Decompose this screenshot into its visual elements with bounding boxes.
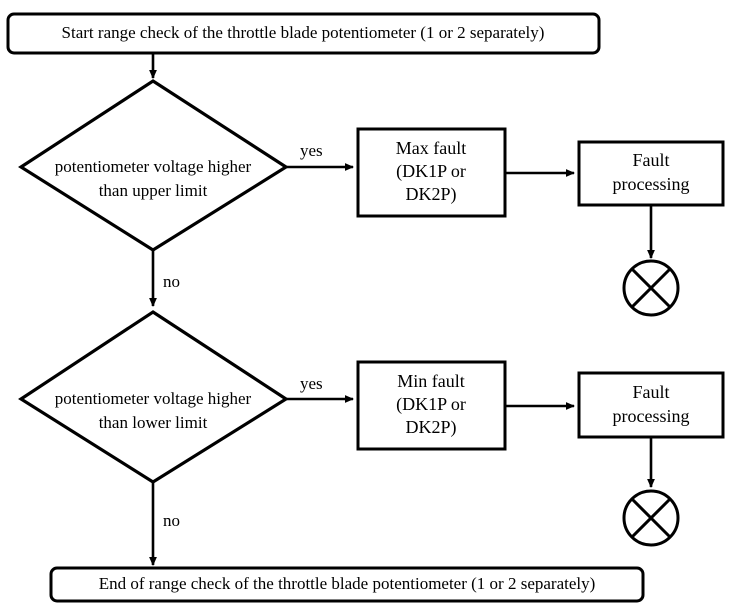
max-fault-line1: Max fault bbox=[396, 138, 466, 158]
node-decision-lower: potentiometer voltage higher than lower … bbox=[18, 310, 289, 484]
node-terminator-2 bbox=[622, 489, 680, 547]
min-fault-box bbox=[356, 360, 507, 451]
edge-label-yes-upper: yes bbox=[300, 141, 323, 160]
start-label: Start range check of the throttle blade … bbox=[62, 23, 545, 42]
fault-processing-1-line1: Fault bbox=[632, 150, 669, 170]
edge-label-no-upper: no bbox=[163, 272, 180, 291]
start-box bbox=[6, 12, 601, 55]
node-fault-processing-2: Fault processing bbox=[577, 371, 725, 439]
decision-lower-diamond bbox=[18, 310, 289, 484]
decision-upper-diamond bbox=[18, 79, 289, 252]
max-fault-line3: DK2P) bbox=[405, 184, 456, 205]
node-min-fault: Min fault (DK1P or DK2P) bbox=[356, 360, 507, 451]
fault-processing-2-box bbox=[577, 371, 725, 439]
decision-upper-line1: potentiometer voltage higher bbox=[55, 157, 252, 176]
fault-processing-2-line1: Fault bbox=[632, 382, 669, 402]
fault-processing-1-line2: processing bbox=[613, 174, 690, 194]
node-decision-upper: potentiometer voltage higher than upper … bbox=[18, 79, 289, 252]
terminator-2-cross bbox=[630, 497, 672, 539]
connectors bbox=[149, 53, 655, 566]
min-fault-line2: (DK1P or bbox=[396, 394, 466, 415]
fault-processing-2-line2: processing bbox=[613, 406, 690, 426]
terminator-1-cross bbox=[630, 267, 672, 309]
decision-upper-line2: than upper limit bbox=[99, 181, 208, 200]
end-box bbox=[49, 566, 645, 603]
decision-lower-line2: than lower limit bbox=[99, 413, 208, 432]
node-max-fault: Max fault (DK1P or DK2P) bbox=[356, 127, 507, 218]
min-fault-line1: Min fault bbox=[397, 371, 465, 391]
max-fault-box bbox=[356, 127, 507, 218]
node-terminator-1 bbox=[622, 259, 680, 317]
max-fault-line2: (DK1P or bbox=[396, 161, 466, 182]
fault-processing-1-box bbox=[577, 140, 725, 207]
node-fault-processing-1: Fault processing bbox=[577, 140, 725, 207]
edge-label-no-lower: no bbox=[163, 511, 180, 530]
node-start: Start range check of the throttle blade … bbox=[6, 12, 601, 55]
decision-lower-line1: potentiometer voltage higher bbox=[55, 389, 252, 408]
node-end: End of range check of the throttle blade… bbox=[49, 566, 645, 603]
end-label: End of range check of the throttle blade… bbox=[99, 574, 596, 593]
edge-label-yes-lower: yes bbox=[300, 374, 323, 393]
min-fault-line3: DK2P) bbox=[405, 417, 456, 438]
